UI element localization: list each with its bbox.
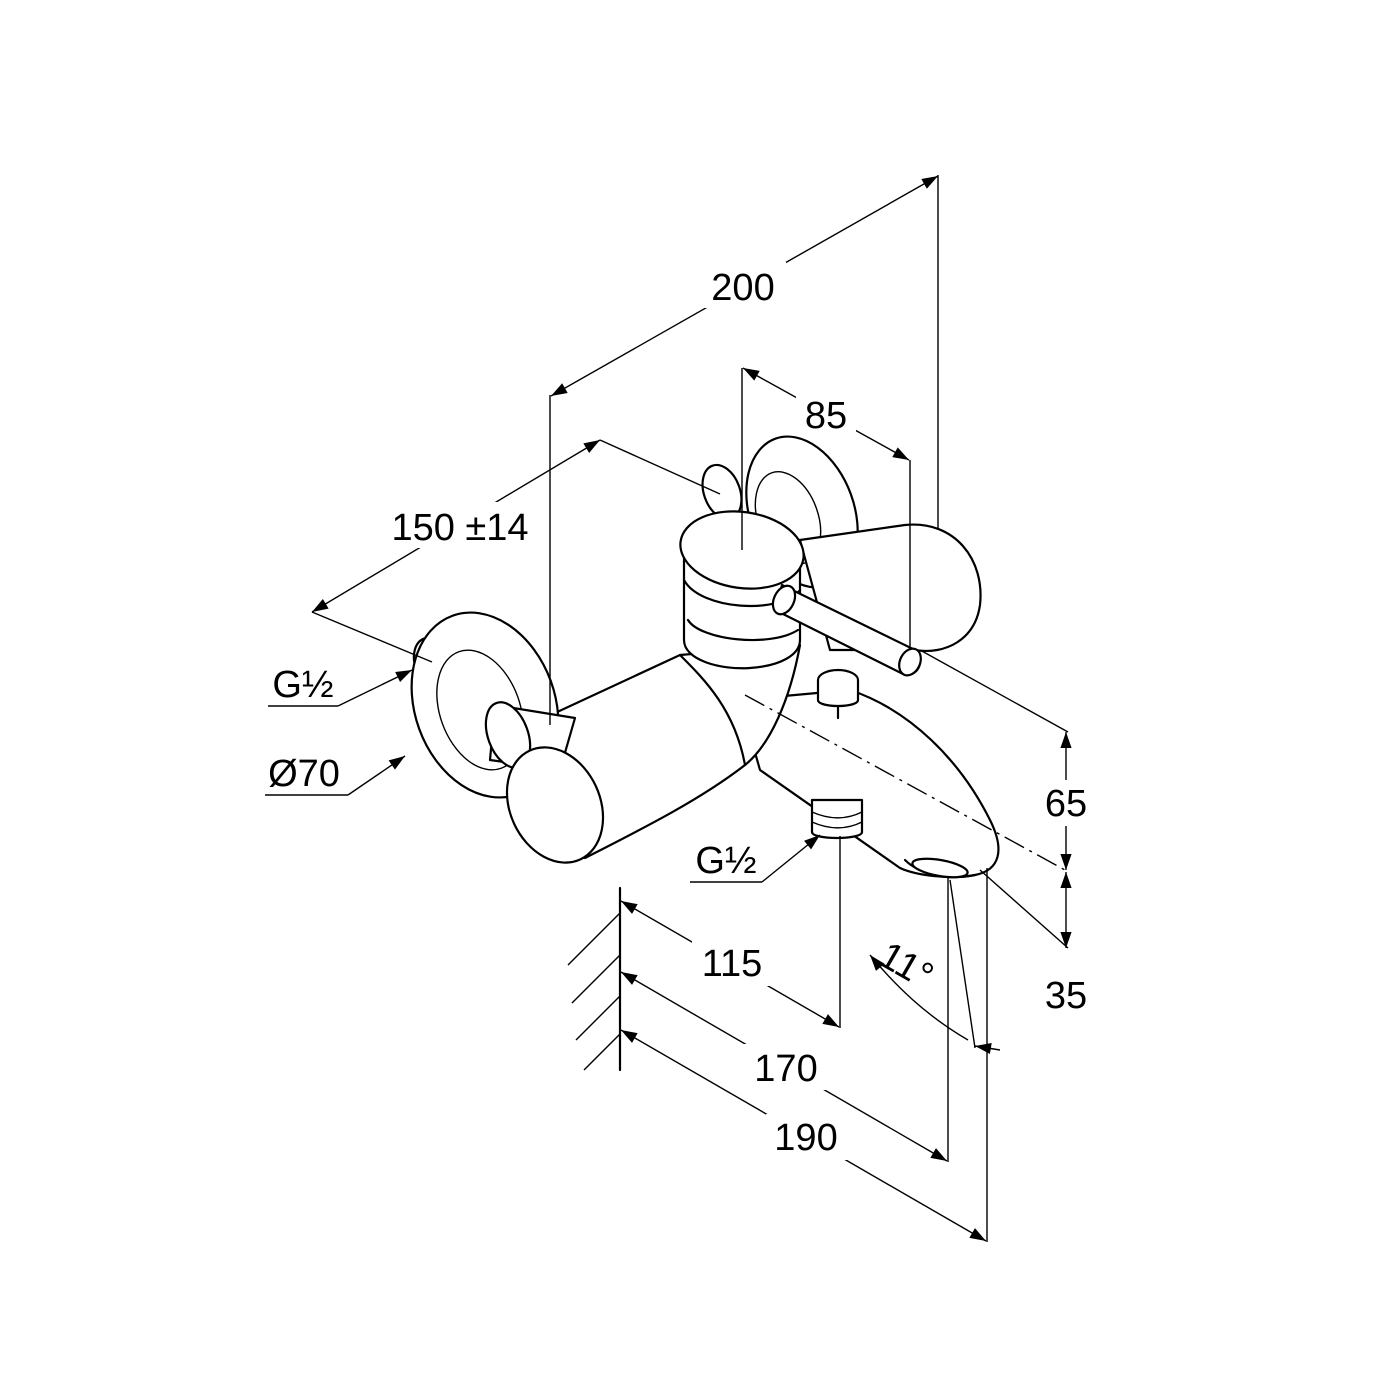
- leader-inlet: [337, 669, 413, 707]
- label-rosette-diameter: Ø70: [268, 753, 340, 795]
- label-angle: 11°: [872, 934, 940, 998]
- bottom-outlet-connector: [810, 798, 864, 840]
- wall-hatching: [567, 912, 621, 1071]
- diverter-knob: [816, 680, 860, 708]
- label-35: 35: [1045, 975, 1087, 1017]
- ext-150-left: [311, 611, 433, 663]
- body-crease: [678, 653, 747, 767]
- dimension-labels: 200 85 150 ±14 G½ Ø70 G½ 65 35 11° 115 1…: [268, 262, 1096, 1160]
- ext-65-top: [919, 649, 1069, 733]
- spout-centre-line: [744, 694, 1066, 871]
- label-65: 65: [1045, 783, 1087, 825]
- lever-root: [771, 584, 797, 616]
- label-115: 115: [702, 943, 763, 985]
- label-200: 200: [711, 267, 774, 309]
- label-150: 150 ±14: [391, 507, 528, 549]
- outlet-thread-lines: [811, 811, 863, 829]
- label-inlet-thread: G½: [272, 664, 333, 706]
- leader-rosette: [347, 755, 406, 796]
- label-outlet-thread: G½: [695, 840, 756, 882]
- spout-aerator: [911, 857, 969, 879]
- label-170: 170: [754, 1048, 817, 1090]
- label-190: 190: [774, 1117, 837, 1159]
- ext-35-bottom: [979, 869, 1069, 949]
- front-rosette-inner: [436, 649, 524, 771]
- lever-tip: [898, 647, 922, 677]
- label-85: 85: [805, 395, 847, 437]
- faucet-outline: [410, 435, 1000, 879]
- ext-angle-a: [949, 879, 976, 1049]
- front-body-cap: [505, 746, 605, 864]
- spout: [738, 688, 1000, 879]
- ext-150-right: [599, 439, 721, 495]
- leader-outlet: [761, 834, 821, 883]
- column-ring: [686, 618, 800, 642]
